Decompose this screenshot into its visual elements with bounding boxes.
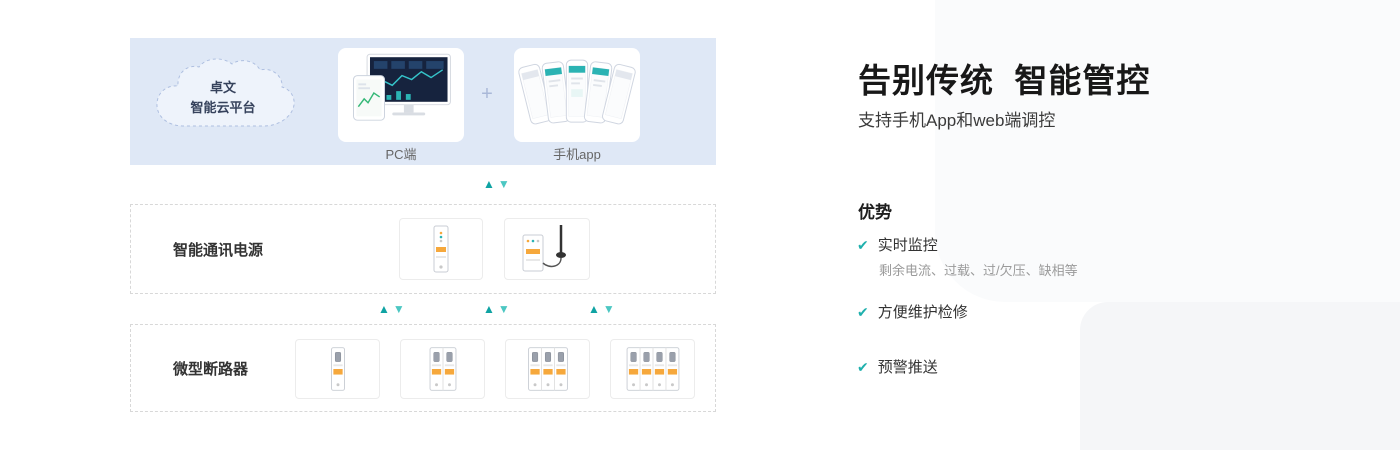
- power-module-card: [399, 218, 483, 280]
- circuit-breaker-2p-illustration: [429, 347, 456, 391]
- circuit-breaker-1p-illustration: [330, 347, 345, 391]
- down-arrow-icon: ▼: [497, 177, 510, 191]
- advantage-label: 方便维护检修: [877, 304, 968, 321]
- up-arrow-icon: ▲: [378, 302, 390, 316]
- breaker-card-1p: [295, 339, 380, 399]
- background-shape-bottom-right: [1080, 302, 1400, 450]
- breaker-box: 微型断路器: [130, 324, 716, 412]
- pc-card: [338, 48, 464, 142]
- check-icon: ✔: [857, 358, 869, 375]
- page-title: 告别传统 智能管控: [858, 62, 1151, 99]
- breaker-label: 微型断路器: [173, 360, 249, 378]
- up-down-arrow-icon: ▲ ▼: [483, 303, 510, 315]
- advantage-description: 剩余电流、过载、过/欠压、缺相等: [879, 263, 1078, 278]
- background-shape-top-right: [935, 0, 1400, 302]
- advantage-item: ✔ 预警推送: [857, 356, 938, 377]
- cloud-icon: [156, 58, 295, 127]
- mobile-app-label: 手机app: [553, 147, 601, 162]
- down-arrow-icon: ▼: [602, 302, 615, 316]
- up-down-arrow-icon: ▲ ▼: [588, 303, 615, 315]
- pc-monitor-illustration: [353, 53, 451, 121]
- up-down-arrow-icon: ▲ ▼: [483, 178, 510, 190]
- down-arrow-icon: ▼: [497, 302, 510, 316]
- phones-illustration: [518, 59, 636, 125]
- check-icon: ✔: [857, 236, 869, 253]
- up-arrow-icon: ▲: [588, 302, 600, 316]
- breaker-card-3p: [505, 339, 590, 399]
- down-arrow-icon: ▼: [392, 302, 405, 316]
- advantage-label: 预警推送: [877, 359, 938, 376]
- power-supply-box: 智能通讯电源: [130, 204, 716, 294]
- circuit-breaker-3p-illustration: [527, 347, 568, 391]
- breaker-card-2p: [400, 339, 485, 399]
- advantage-item: ✔ 方便维护检修: [857, 301, 968, 322]
- advantages-heading: 优势: [858, 203, 892, 222]
- cloud-platform-panel: 卓文 智能云平台 PC端 +: [130, 38, 716, 165]
- power-module-antenna-card: [504, 218, 590, 280]
- up-arrow-icon: ▲: [483, 177, 495, 191]
- page-subtitle: 支持手机App和web端调控: [858, 111, 1056, 130]
- breaker-card-4p: [610, 339, 695, 399]
- cloud-platform-label: 卓文 智能云平台: [146, 78, 300, 118]
- power-module-antenna-illustration: [522, 225, 566, 272]
- mobile-app-card: [514, 48, 640, 142]
- up-down-arrow-icon: ▲ ▼: [378, 303, 405, 315]
- check-icon: ✔: [857, 303, 869, 320]
- cloud-platform-label-line2: 智能云平台: [190, 100, 256, 116]
- advantage-item: ✔ 实时监控: [857, 234, 938, 255]
- up-arrow-icon: ▲: [483, 302, 495, 316]
- power-supply-label: 智能通讯电源: [173, 241, 264, 259]
- advantage-label: 实时监控: [877, 237, 938, 254]
- circuit-breaker-4p-illustration: [626, 347, 679, 391]
- cloud-platform-label-line1: 卓文: [209, 80, 236, 95]
- power-module-illustration: [433, 225, 449, 273]
- plus-icon: +: [481, 83, 493, 105]
- pc-label: PC端: [385, 147, 417, 162]
